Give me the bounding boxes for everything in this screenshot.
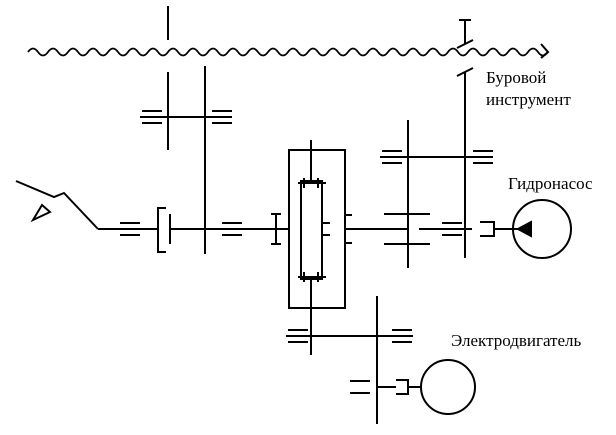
electric-motor-label: Электродвигатель [451, 331, 582, 350]
ground-line-arrow [540, 43, 550, 59]
ground-wavy-line [27, 47, 549, 57]
gearbox-housing [271, 140, 352, 355]
bearing-left [120, 222, 140, 236]
lower-shaft [286, 329, 413, 343]
bearing-main-2 [222, 222, 242, 236]
drill-tool-label-line-1: Буровой [486, 68, 547, 87]
pump-coupling [442, 220, 532, 238]
clutch [157, 207, 171, 253]
vertical-gear-shaft-2 [384, 120, 430, 268]
upper-right-shaft [380, 150, 493, 164]
upper-left-shaft [140, 72, 232, 150]
hydraulic-pump-label: Гидронасос [508, 174, 593, 193]
drill-tool-label-line-2: инструмент [486, 90, 571, 109]
control-lever [15, 180, 99, 230]
electric-motor-symbol [420, 359, 476, 415]
drill-tool-shaft [456, 19, 474, 258]
motor-coupling [350, 379, 421, 395]
hydraulic-pump-symbol [512, 199, 572, 259]
